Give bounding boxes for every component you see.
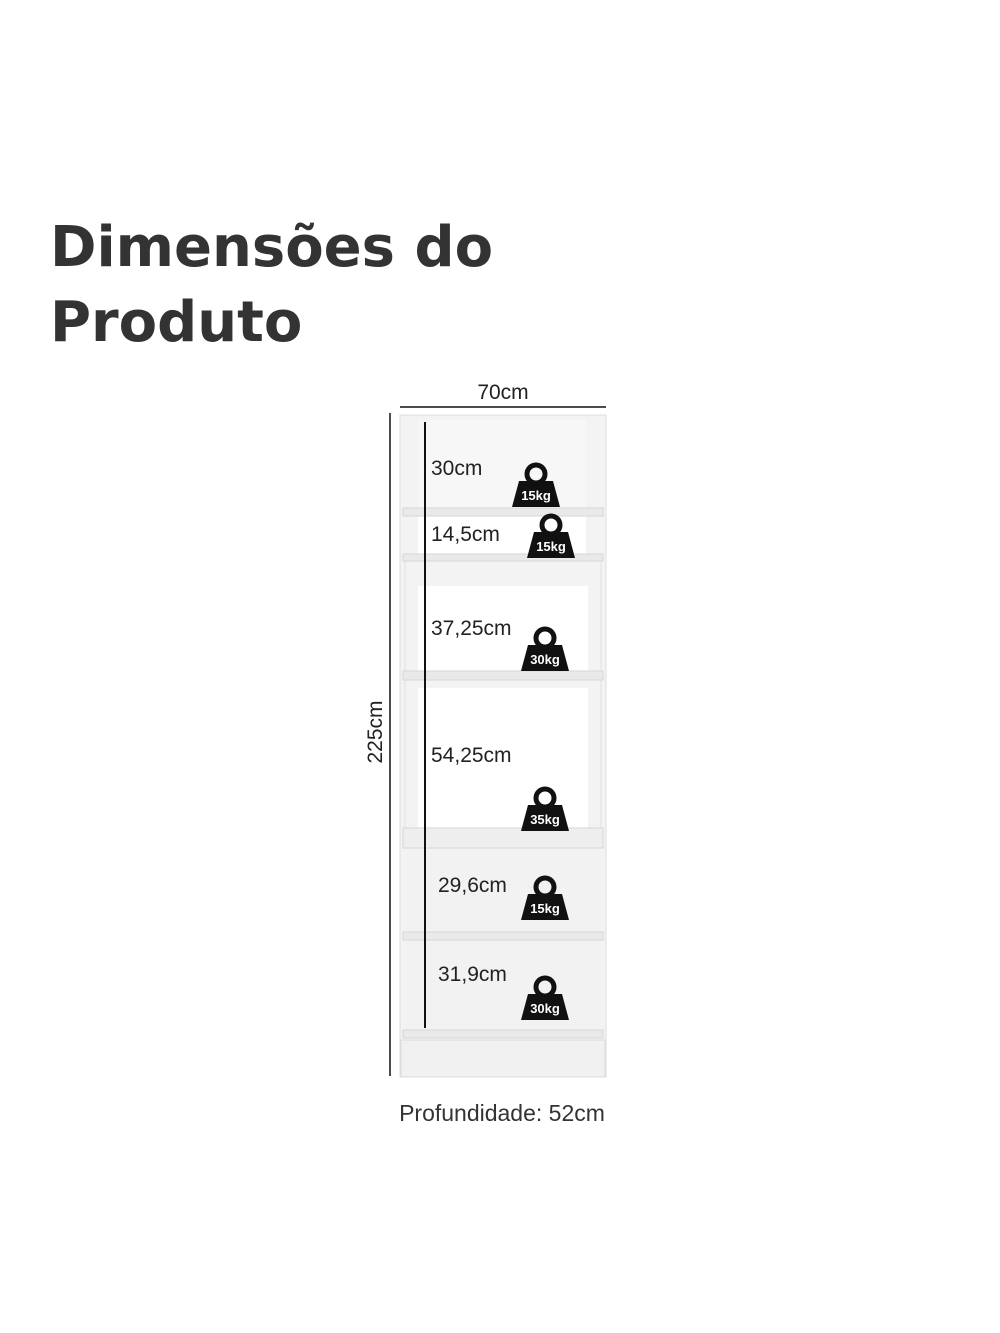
weight-icon-2: 15kg xyxy=(527,513,575,558)
weight-icon-1-body xyxy=(512,481,560,507)
depth-caption: Profundidade: 52cm xyxy=(399,1100,605,1126)
weight-icon-1: 15kg xyxy=(512,462,560,507)
shelf-1-height-label: 30cm xyxy=(431,457,482,480)
weight-label-4: 35kg xyxy=(530,812,560,827)
weight-icon-4: 35kg xyxy=(521,786,569,831)
weight-icon-5-body xyxy=(521,894,569,920)
weight-label-3: 30kg xyxy=(530,652,560,667)
weight-icon-5: 15kg xyxy=(521,875,569,920)
weight-label-2: 15kg xyxy=(536,539,566,554)
weight-label-1: 15kg xyxy=(521,488,551,503)
weight-icon-2-body xyxy=(527,532,575,558)
shelf-5 xyxy=(402,931,604,941)
compartment-back-1 xyxy=(418,420,586,508)
shelf-2 xyxy=(402,553,604,562)
shelf-4-height-label: 54,25cm xyxy=(431,744,512,767)
shelf-5-height-label: 29,6cm xyxy=(438,874,507,897)
shelf-6 xyxy=(402,1029,604,1039)
shelf-2-height-label: 14,5cm xyxy=(431,523,500,546)
weight-icon-6-body xyxy=(521,994,569,1020)
weight-icon-6: 30kg xyxy=(521,975,569,1020)
shelf-4 xyxy=(402,827,604,849)
cabinet-base xyxy=(400,1039,606,1078)
compartment-back-4 xyxy=(418,688,588,828)
shelf-6-height-label: 31,9cm xyxy=(438,963,507,986)
page-title-line-1: Dimensões do xyxy=(50,215,494,280)
weight-icon-3-body xyxy=(521,645,569,671)
weight-icon-4-body xyxy=(521,805,569,831)
height-label: 225cm xyxy=(364,700,387,763)
height-dimension: 225cm xyxy=(364,413,391,1076)
shelf-3 xyxy=(402,670,604,681)
page-title-line-2: Produto xyxy=(50,290,303,355)
weight-icon-3: 30kg xyxy=(521,626,569,671)
weight-label-5: 15kg xyxy=(530,901,560,916)
width-label: 70cm xyxy=(477,381,528,404)
shelf-1 xyxy=(402,507,604,517)
shelf-labels: 30cm 14,5cm 37,25cm 54,25cm 29,6cm 31,9c… xyxy=(431,457,512,986)
shelf-3-height-label: 37,25cm xyxy=(431,617,512,640)
width-dimension: 70cm xyxy=(400,381,606,408)
weight-label-6: 30kg xyxy=(530,1001,560,1016)
compartment-back-6 xyxy=(405,941,601,1031)
cabinet xyxy=(399,414,607,1078)
page-title: Dimensões do Produto xyxy=(50,210,650,360)
